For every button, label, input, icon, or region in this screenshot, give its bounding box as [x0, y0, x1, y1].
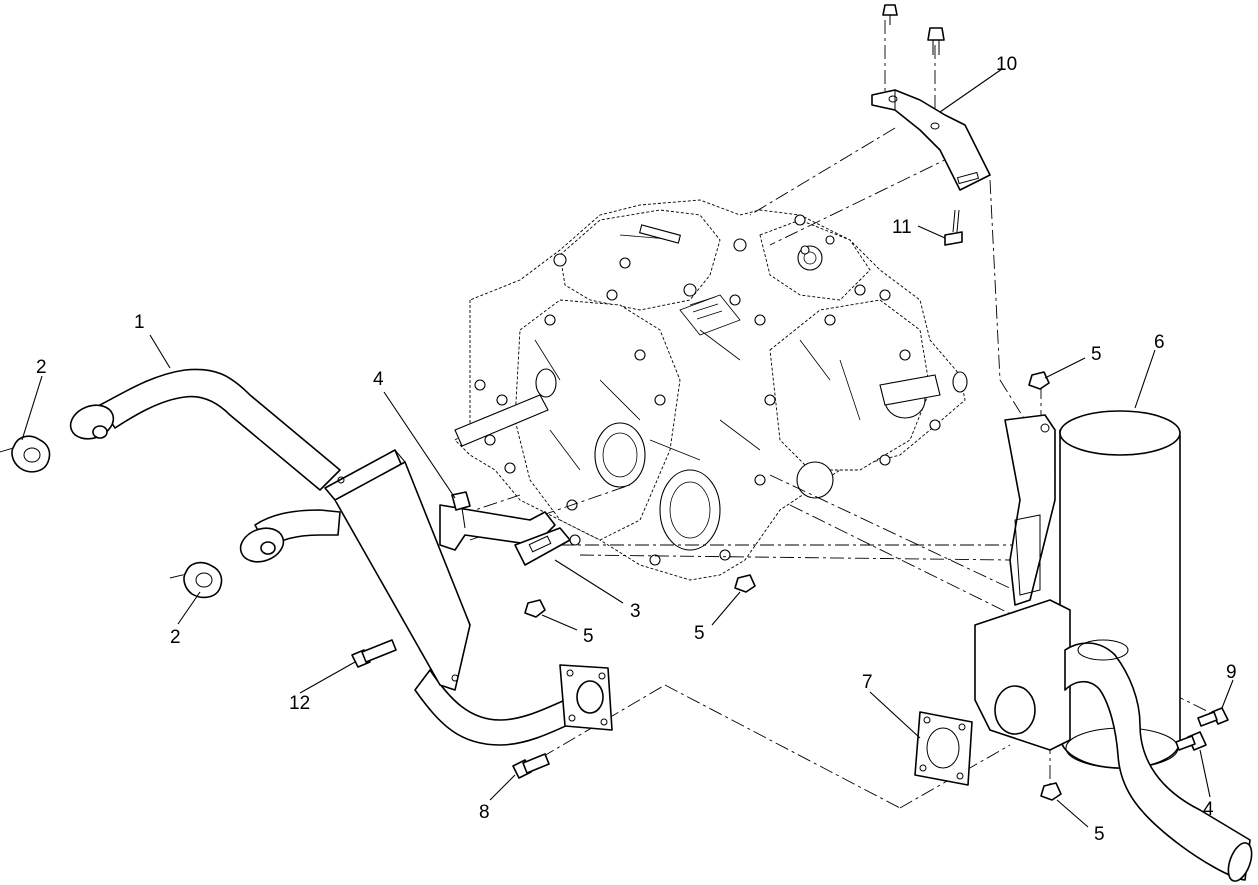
outlet-gasket [914, 711, 973, 786]
bolt-9 [1197, 707, 1229, 727]
callout-5-lower-right: 5 [1094, 824, 1105, 845]
callout-10: 10 [996, 54, 1017, 75]
callout-5-bracket: 5 [583, 626, 594, 647]
callout-11: 11 [892, 217, 912, 238]
callout-2-upper: 2 [36, 357, 47, 378]
callout-6: 6 [1154, 332, 1165, 353]
nut-5-upper-right [1028, 371, 1050, 390]
exhaust-manifold-pipe [69, 368, 613, 746]
bolt-12 [351, 639, 397, 668]
callout-labels: 1 2 2 3 4 4 5 5 5 5 6 7 8 9 10 11 12 [36, 54, 1237, 845]
nut-5-engine [734, 574, 756, 593]
bolt-8 [512, 753, 550, 779]
callout-5-engine: 5 [694, 623, 705, 644]
gasket-lower [183, 561, 223, 599]
callout-7: 7 [862, 672, 873, 693]
bolt-4-right [1175, 731, 1207, 751]
callout-2-lower: 2 [170, 627, 181, 648]
leader-lines [21, 68, 1234, 828]
callout-4-left: 4 [373, 369, 384, 390]
callout-9: 9 [1226, 662, 1237, 683]
muffler-left [324, 449, 471, 691]
nut-5-lower-right [1040, 782, 1062, 801]
callout-4-right: 4 [1203, 799, 1214, 820]
nut-5-bracket [524, 599, 546, 618]
bolt-top-left [882, 4, 898, 25]
callout-3: 3 [630, 601, 641, 622]
muffler-canister [1059, 410, 1181, 770]
gasket-upper [11, 435, 51, 473]
callout-12: 12 [289, 693, 310, 714]
engine-block [454, 199, 968, 581]
callout-5-upper-right: 5 [1091, 344, 1102, 365]
bolt-11 [944, 209, 963, 246]
callout-8: 8 [479, 802, 490, 823]
bolt-4-left [451, 491, 471, 529]
bolt-top-right [927, 27, 945, 55]
callout-1: 1 [134, 312, 145, 333]
tailpipe [1064, 639, 1253, 882]
muffler-mount-bracket [974, 414, 1071, 751]
heat-shield-bracket [439, 504, 571, 566]
support-bracket [871, 89, 991, 191]
